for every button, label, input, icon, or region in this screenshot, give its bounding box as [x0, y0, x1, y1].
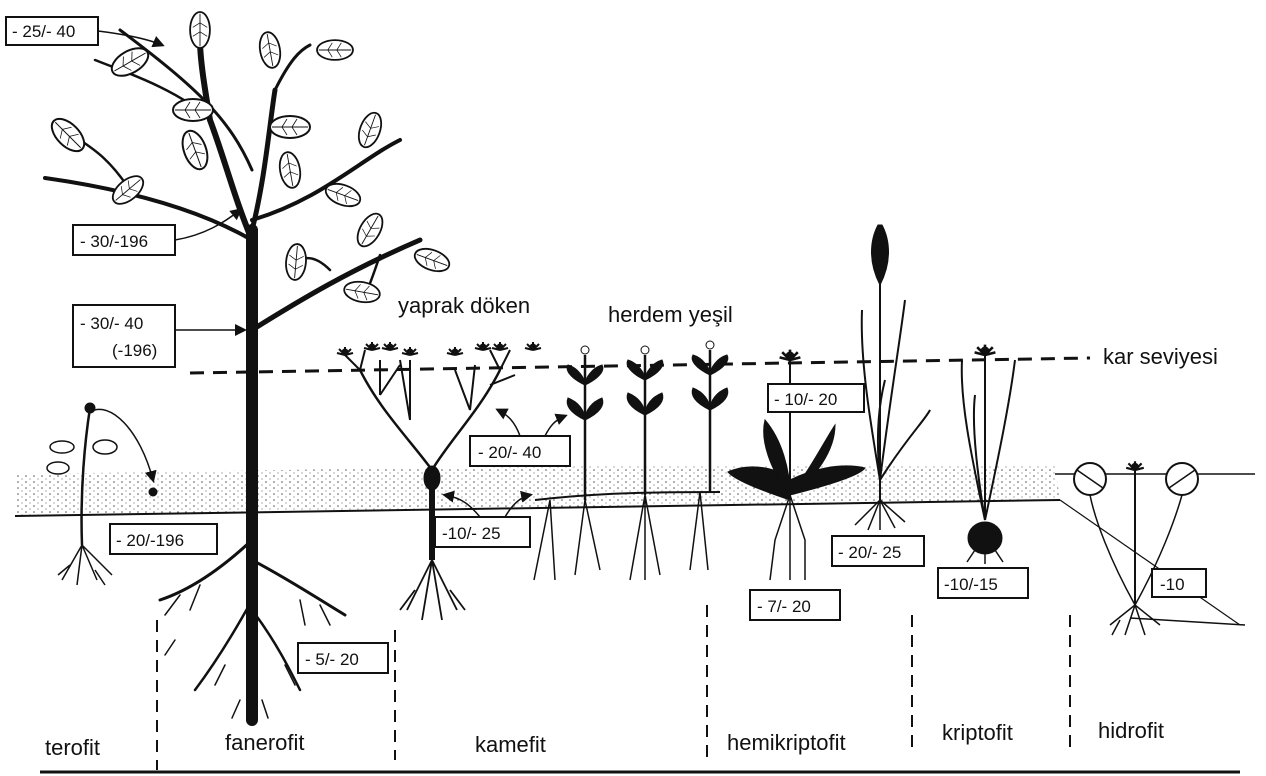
- annotation-kar-seviyesi: kar seviyesi: [1103, 344, 1218, 369]
- label-hemikriptofit-root: - 7/- 20: [757, 597, 811, 616]
- category-terofit: terofit: [45, 735, 100, 760]
- label-kamefit-base: -10/- 25: [442, 524, 501, 543]
- label-hidrofit: -10: [1160, 575, 1185, 594]
- label-tree-top: - 25/- 40: [12, 22, 75, 41]
- label-terofit: - 20/-196: [116, 531, 184, 550]
- category-hemikriptofit: hemikriptofit: [727, 730, 846, 755]
- label-tree-trunk-paren: (-196): [112, 341, 157, 360]
- label-grass: - 20/- 25: [838, 543, 901, 562]
- hidrofit-plant: [1074, 461, 1198, 635]
- annotation-herdem-yesil: herdem yeşil: [608, 302, 733, 327]
- category-hidrofit: hidrofit: [1098, 718, 1164, 743]
- label-tree-mid: - 30/-196: [80, 232, 148, 251]
- category-kriptofit: kriptofit: [942, 720, 1013, 745]
- label-tree-root: - 5/- 20: [305, 650, 359, 669]
- label-tree-trunk: - 30/- 40: [80, 314, 143, 333]
- label-kamefit-shoot: - 20/- 40: [478, 443, 541, 462]
- category-kamefit: kamefit: [475, 732, 546, 757]
- label-kriptofit: -10/-15: [944, 575, 998, 594]
- kriptofit-plant: [962, 345, 1015, 564]
- annotation-yaprak-doken: yaprak döken: [398, 293, 530, 318]
- category-fanerofit: fanerofit: [225, 730, 305, 755]
- label-hemikriptofit-rosette: - 10/- 20: [774, 390, 837, 409]
